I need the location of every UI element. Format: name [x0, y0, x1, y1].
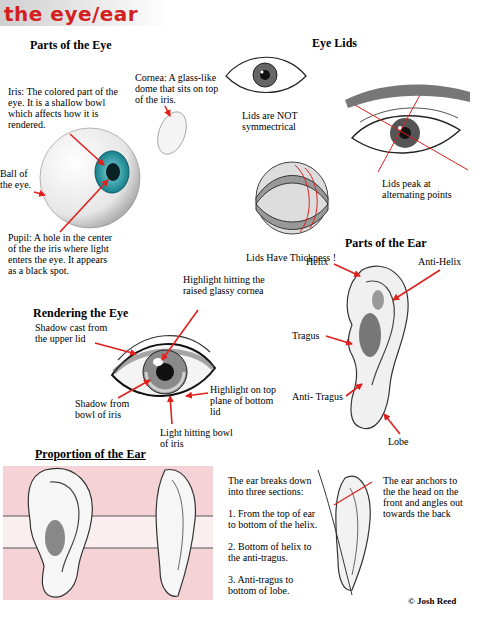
- leader-arrow: [170, 396, 172, 424]
- page-title: the eye/ear: [4, 2, 138, 26]
- note: 2. Bottom of helix to the anti-tragus.: [228, 541, 314, 563]
- note: 1. From the top of ear to bottom of the …: [228, 508, 320, 530]
- eyeball: [40, 128, 140, 228]
- concha: [45, 520, 65, 556]
- leader-arrow: [346, 384, 362, 396]
- note: Cornea: A glass-like dome that sits on t…: [135, 72, 223, 105]
- leader-arrow: [34, 192, 45, 195]
- guide-line: [355, 105, 468, 170]
- note: The ear anchors to the the head on the f…: [383, 475, 471, 519]
- ear-rim: [350, 488, 358, 575]
- leader-arrow: [326, 336, 352, 344]
- leader-arrow: [334, 264, 360, 276]
- section-heading: Rendering the Eye: [33, 306, 183, 320]
- section-heading: Parts of the Eye: [30, 38, 190, 52]
- note: Light hitting bowl of iris: [160, 427, 240, 449]
- leader-arrow: [70, 134, 104, 165]
- note: Iris: The colored part of the eye. It is…: [8, 86, 126, 130]
- iris: [253, 63, 277, 87]
- iris: [95, 151, 129, 193]
- pupil: [399, 127, 411, 139]
- highlight: [153, 358, 163, 366]
- part-label: Tragus: [292, 330, 332, 341]
- part-label: Ball of the eye.: [0, 168, 42, 190]
- leader-arrow: [60, 180, 108, 232]
- highlight: [261, 71, 264, 74]
- title-band: [0, 0, 170, 26]
- concha: [359, 313, 381, 357]
- eye-outline: [226, 57, 306, 92]
- note: Lids are NOT symmectrical: [242, 110, 342, 132]
- note: Highlight hitting the raised glassy corn…: [183, 274, 268, 296]
- pupil: [260, 70, 270, 80]
- part-label: Anti-Helix: [418, 256, 478, 267]
- leader-arrow: [165, 106, 170, 116]
- pupil: [106, 163, 120, 181]
- note: Shadow cast from the upper lid: [35, 322, 113, 344]
- eyebrow: [345, 84, 470, 108]
- leader-arrow: [118, 380, 150, 398]
- leader-arrow: [186, 393, 208, 396]
- guide-line: [334, 482, 372, 505]
- note: 3. Anti-tragus to bottom of lobe.: [228, 574, 320, 596]
- leader-arrow: [393, 270, 440, 300]
- note: Pupil: A hole in the center of the the i…: [8, 232, 116, 276]
- part-label: Helix: [306, 256, 346, 267]
- section-heading: Parts of the Ear: [345, 236, 475, 250]
- leader-arrow: [162, 310, 198, 360]
- sphere: [256, 162, 328, 234]
- cornea: [152, 108, 191, 158]
- copyright: © Josh Reed: [408, 596, 478, 607]
- ear: [347, 266, 408, 428]
- section-heading: Eye Lids: [312, 36, 402, 50]
- part-label: Lobe: [388, 436, 428, 447]
- note: Shadow from bowl of iris: [75, 398, 145, 420]
- ear: [28, 468, 92, 597]
- fossa: [372, 290, 384, 310]
- head-line: [318, 470, 352, 595]
- guide-line: [295, 165, 309, 232]
- ear-back: [156, 470, 195, 597]
- guide-line: [378, 95, 420, 172]
- part-label: Anti- Tragus: [292, 391, 352, 402]
- note: Lids peak at alternating points: [382, 178, 474, 200]
- section-heading: Proportion of the Ear: [35, 447, 205, 461]
- leader-arrows: [34, 106, 440, 434]
- leader-arrow: [95, 343, 136, 354]
- leader-arrow: [384, 414, 400, 434]
- ear-rim: [172, 480, 183, 570]
- note: The ear breaks down into three sections:: [228, 475, 314, 497]
- note: Highlight on top plane of bottom lid: [210, 384, 282, 417]
